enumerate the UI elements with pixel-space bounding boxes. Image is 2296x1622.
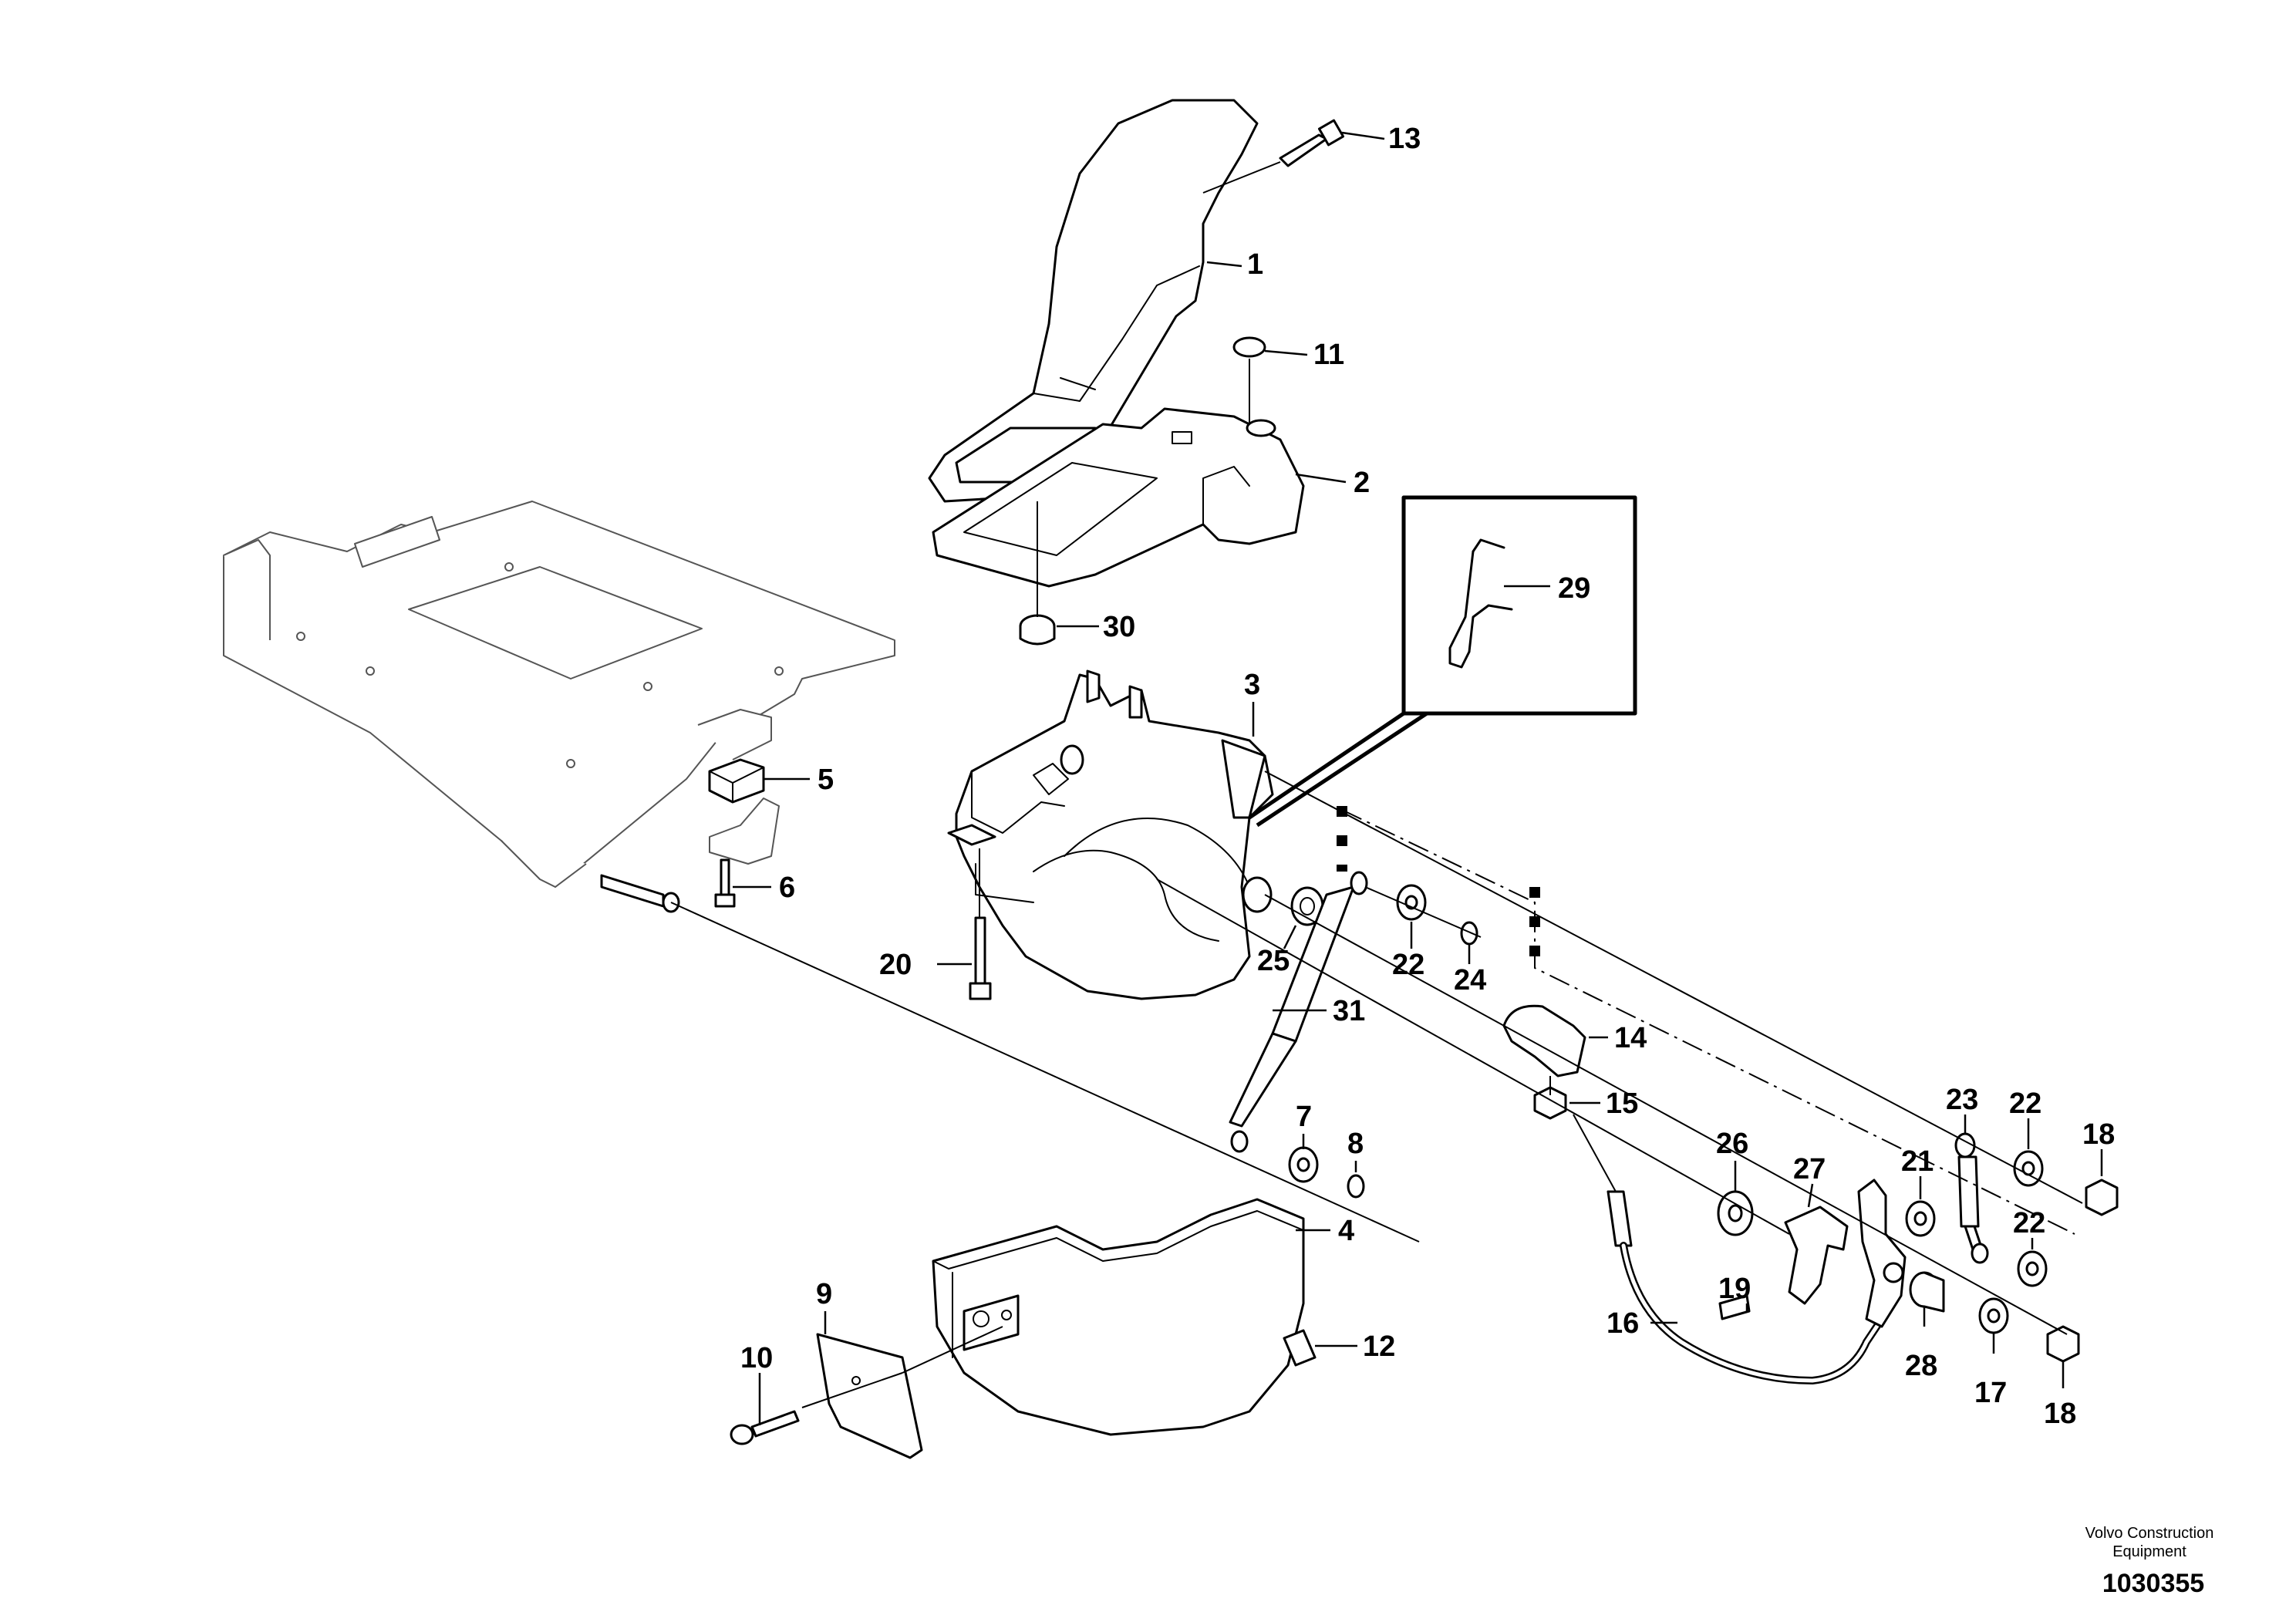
label-24: 24: [1454, 964, 1486, 996]
label-15: 15: [1606, 1088, 1638, 1120]
part-2-housing: [932, 407, 1305, 588]
label-17: 17: [1974, 1377, 2007, 1409]
label-30: 30: [1103, 611, 1135, 643]
leader-lines: [733, 131, 2103, 1425]
label-1: 1: [1247, 248, 1263, 281]
part-23-gas-spring: [1954, 1132, 1989, 1264]
label-21: 21: [1901, 1145, 1934, 1178]
section-bracket: [1337, 806, 2075, 1235]
label-20: 20: [879, 949, 912, 981]
label-5: 5: [818, 764, 834, 796]
part-16-cable: [1607, 1190, 1886, 1384]
part-8-circlip: [1347, 1174, 1365, 1199]
part-31-gas-spring: [1229, 871, 1368, 1153]
label-14: 14: [1614, 1022, 1647, 1054]
part-10-screw: [730, 1410, 800, 1445]
label-9: 9: [816, 1278, 832, 1310]
part-4-lower-cover: [932, 1198, 1305, 1436]
part-22-washer: [1396, 884, 1427, 921]
part-28-bushing: [1909, 1271, 1945, 1313]
part-9-plate: [816, 1333, 923, 1459]
label-16: 16: [1607, 1307, 1639, 1340]
label-18a: 18: [2082, 1118, 2115, 1151]
mounting-plate: [223, 501, 895, 888]
part-13-screw: [1279, 119, 1345, 167]
part-27-lever: [1784, 1206, 1849, 1305]
part-18-nut-lower: [2046, 1325, 2080, 1363]
label-8: 8: [1347, 1128, 1364, 1160]
brand-line-1: Volvo Construction: [2085, 1525, 2214, 1542]
label-13: 13: [1388, 123, 1421, 155]
inset-pointer: [1248, 711, 1428, 828]
assembly-lines: [670, 161, 2083, 1408]
part-26-washer: [1717, 1190, 1754, 1236]
part-5-clip: [708, 758, 765, 804]
part-20-screw: [969, 916, 992, 1000]
brand-line-2: Equipment: [2112, 1543, 2186, 1560]
label-4: 4: [1338, 1215, 1354, 1247]
label-12: 12: [1363, 1330, 1395, 1363]
label-6: 6: [779, 872, 795, 904]
label-25: 25: [1257, 945, 1290, 977]
part-21-washer: [1905, 1200, 1936, 1237]
part-11-plug: [1232, 336, 1266, 358]
label-19: 19: [1718, 1273, 1751, 1305]
part-3-base-frame: [947, 669, 1274, 1000]
label-3: 3: [1244, 669, 1260, 701]
label-26: 26: [1716, 1128, 1748, 1160]
label-22b: 22: [2009, 1088, 2041, 1120]
document-number: 1030355: [2102, 1569, 2205, 1598]
shaft-spacer: [600, 874, 680, 913]
part-19-spring: [1718, 1294, 1751, 1320]
lever-arm: [1857, 1179, 1907, 1328]
label-7: 7: [1296, 1101, 1312, 1133]
part-12-clip: [1283, 1329, 1317, 1367]
label-2: 2: [1354, 467, 1370, 499]
brand-caption: Volvo Construction Equipment: [2057, 1524, 2242, 1561]
part-6-bolt: [709, 798, 780, 908]
part-7-washer: [1288, 1146, 1319, 1183]
part-29-key-inset: [1401, 495, 1637, 716]
label-23: 23: [1946, 1084, 1978, 1116]
label-29: 29: [1558, 572, 1590, 605]
label-18b: 18: [2044, 1398, 2076, 1430]
label-10: 10: [740, 1342, 773, 1374]
part-22-washer-lower: [2017, 1250, 2048, 1287]
label-11: 11: [1313, 339, 1344, 371]
label-31: 31: [1333, 995, 1365, 1027]
part-labels: 13 1 11 2 29 30 3 5 6 20 25 22 24 31 14 …: [740, 123, 2115, 1430]
part-17-washer: [1978, 1297, 2009, 1334]
part-14-knob: [1502, 1004, 1586, 1077]
label-22c: 22: [2013, 1207, 2045, 1239]
part-30-nut: [1019, 614, 1056, 646]
label-22a: 22: [1392, 949, 1424, 981]
part-24-circlip: [1460, 921, 1478, 946]
label-27: 27: [1793, 1153, 1826, 1185]
label-28: 28: [1905, 1350, 1937, 1382]
part-22-washer-upper: [2013, 1150, 2044, 1187]
part-18-nut-upper: [2085, 1179, 2119, 1216]
